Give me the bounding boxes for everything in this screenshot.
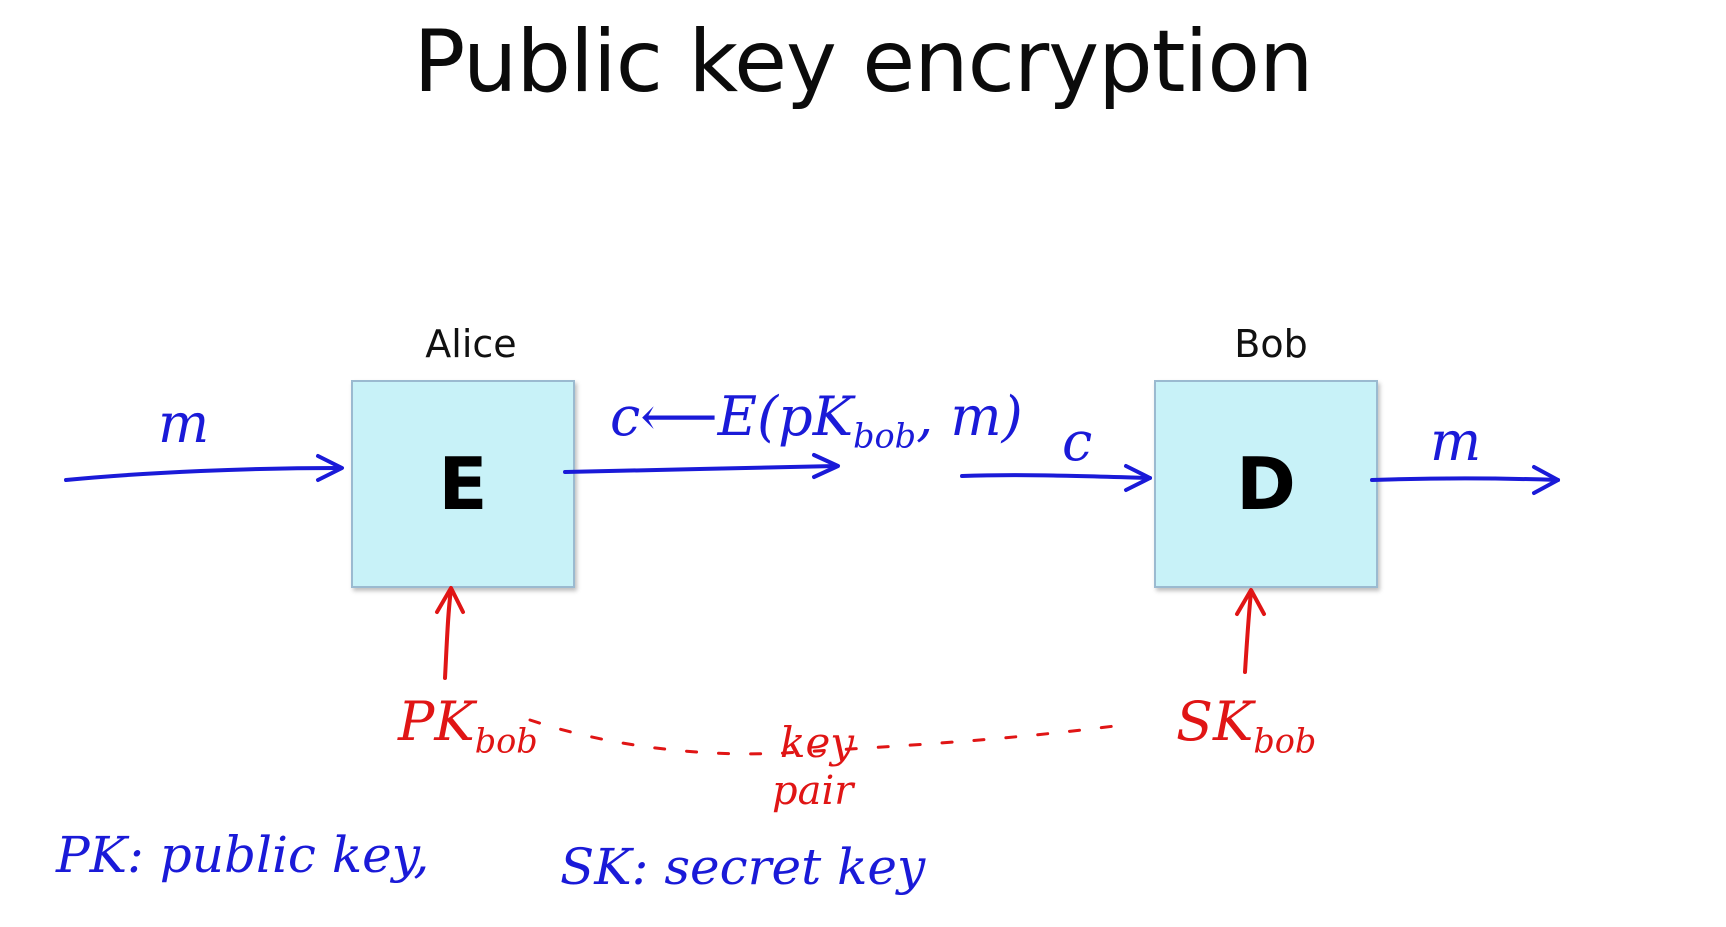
ciphertext-arrow — [563, 464, 838, 474]
input-arrow — [64, 466, 342, 482]
key-pair-label-line1: key — [780, 718, 855, 767]
secret-key-main: SK — [1176, 690, 1254, 753]
ciphertext-expr-sub: bob — [853, 416, 917, 456]
legend-secret-key: SK: secret key — [560, 838, 926, 896]
encrypt-box: E — [351, 380, 575, 588]
legend-public-key: PK: public key, — [56, 826, 430, 884]
output-message-label: m — [1430, 410, 1482, 473]
key-pair-dashed-link — [528, 718, 1132, 756]
page-title: Public key encryption — [413, 12, 1313, 112]
public-key-arrowhead — [435, 586, 465, 614]
ciphertext-expression: c⟵E(pKbob, m) — [610, 385, 1023, 456]
public-key-arrow — [443, 588, 453, 680]
input-message-label: m — [158, 392, 210, 455]
secret-key-arrowhead — [1235, 588, 1266, 616]
secret-key-arrow — [1243, 590, 1253, 674]
output-arrow — [1370, 476, 1560, 482]
ciphertext-arrowhead — [812, 453, 840, 479]
key-pair-label-line2: pair — [772, 768, 854, 814]
decrypt-box-label: D — [1236, 442, 1296, 526]
received-arrow — [960, 473, 1152, 480]
input-arrowhead — [316, 454, 344, 482]
public-key-sub: bob — [474, 721, 538, 761]
public-key-label: PKbob — [398, 690, 538, 761]
bob-label: Bob — [1234, 322, 1308, 366]
public-key-main: PK — [398, 690, 475, 753]
secret-key-label: SKbob — [1176, 690, 1316, 761]
alice-label: Alice — [425, 322, 517, 366]
output-arrowhead — [1532, 465, 1560, 495]
ciphertext-expr-prefix: c⟵E(pK — [610, 385, 854, 448]
ciphertext-sent-label: c — [1062, 410, 1093, 473]
secret-key-sub: bob — [1253, 721, 1317, 761]
encrypt-box-label: E — [438, 442, 488, 526]
decrypt-box: D — [1154, 380, 1378, 588]
ciphertext-expr-suffix: , m) — [916, 385, 1023, 448]
received-arrowhead — [1124, 464, 1152, 492]
